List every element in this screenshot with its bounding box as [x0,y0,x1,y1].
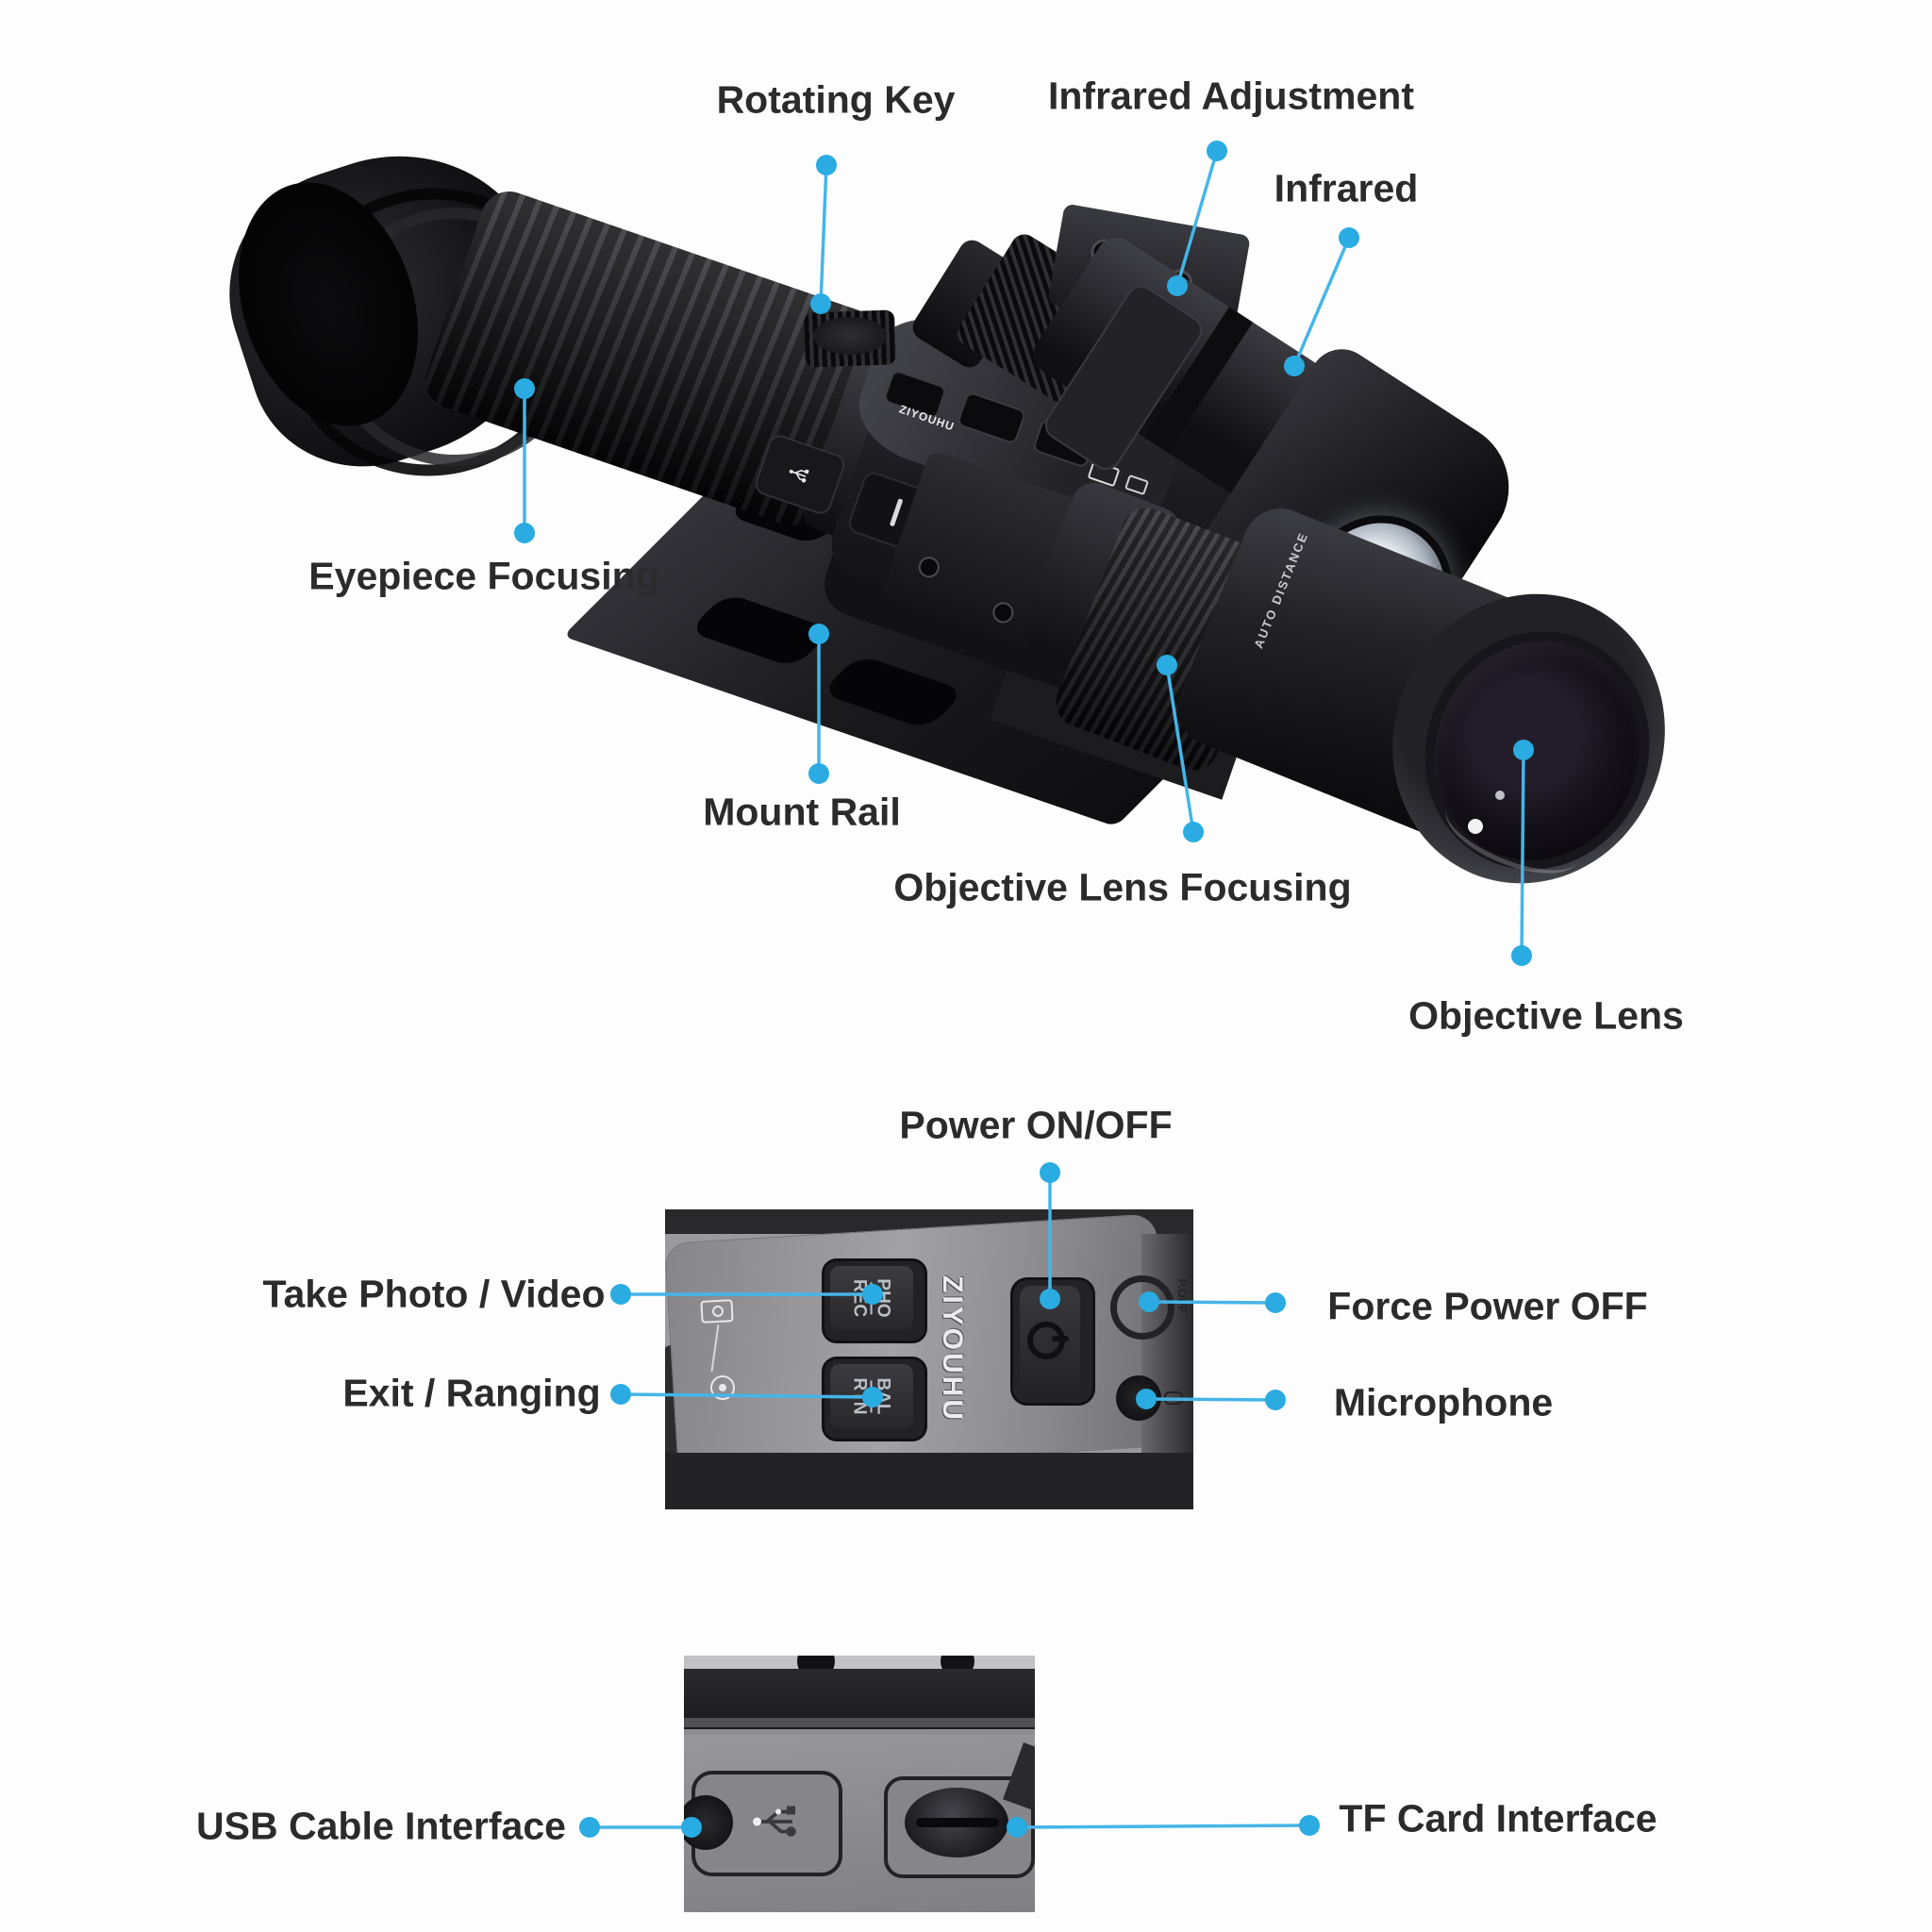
callout-dot-usb-cable-interface [579,1817,600,1838]
callout-dot-exit-ranging [862,1387,883,1407]
lens-glint [1468,819,1483,834]
rotating-key-cap [813,317,887,355]
rail-highlight [684,1729,1035,1735]
callout-label-usb-cable-interface: USB Cable Interface [196,1804,566,1848]
callout-line-tf-card-interface [1016,1824,1310,1829]
callout-label-microphone: Microphone [1333,1380,1554,1424]
callout-dot-microphone [1265,1390,1286,1410]
callout-dot-force-power-off [1265,1292,1286,1313]
callout-line-rotating-key [819,164,828,305]
callout-label-exit-ranging: Exit / Ranging [342,1371,601,1415]
callout-dot-power-on-off [1040,1289,1060,1309]
callout-dot-mount-rail [808,624,829,644]
callout-label-eyepiece-focusing: Eyepiece Focusing [308,554,659,598]
callout-dot-power-on-off [1040,1162,1060,1183]
rail-lip [684,1718,1035,1727]
callout-dot-take-photo-video [862,1284,883,1305]
callout-dot-objective-lens-focusing [1157,655,1177,675]
callout-line-infrared-adjustment [1175,150,1219,287]
callout-line-infrared [1292,237,1351,367]
callout-dot-rotating-key [816,155,837,175]
callout-label-take-photo-video: Take Photo / Video [262,1272,606,1316]
callout-label-mount-rail: Mount Rail [703,790,901,834]
callout-line-force-power-off [1148,1300,1276,1305]
callout-dot-objective-lens-focusing [1183,822,1204,842]
callout-dot-rotating-key [810,293,831,314]
callout-dot-infrared-adjustment [1167,275,1188,296]
target-icon [710,1375,735,1400]
callout-line-objective-lens-focusing [1165,664,1195,833]
callout-dot-mount-rail [808,763,829,784]
callout-dot-microphone [1136,1389,1157,1409]
target-icon-dot [719,1384,726,1391]
callout-dot-objective-lens [1511,945,1532,966]
callout-line-objective-lens [1520,749,1525,957]
callout-label-objective-lens-focusing: Objective Lens Focusing [893,865,1352,909]
callout-dot-eyepiece-focusing [514,523,535,543]
callout-dot-tf-card-interface [1299,1815,1320,1836]
callout-dot-force-power-off [1139,1291,1159,1312]
body-usb-flap [752,432,848,517]
callout-label-infrared-adjustment: Infrared Adjustment [1047,74,1415,118]
callout-label-power-on-off: Power ON/OFF [899,1103,1173,1147]
usb-icon [753,1806,796,1837]
callout-dot-take-photo-video [610,1284,631,1305]
callout-dot-objective-lens [1513,740,1534,760]
photo-edge [665,1453,1193,1509]
callout-dot-infrared-adjustment [1207,141,1227,161]
callout-label-objective-lens: Objective Lens [1408,993,1684,1038]
callout-dot-infrared [1284,356,1305,376]
callout-dot-tf-card-interface [1007,1817,1027,1838]
callout-dot-eyepiece-focusing [514,378,535,399]
callout-label-rotating-key: Rotating Key [716,77,956,122]
usb-icon [789,469,809,483]
callout-dot-usb-cable-interface [681,1817,702,1838]
callout-line-microphone [1145,1397,1276,1402]
callout-line-exit-ranging [620,1392,874,1399]
lens-glint [1495,791,1505,800]
callout-label-infrared: Infrared [1274,166,1419,210]
callout-label-tf-card-interface: TF Card Interface [1339,1796,1657,1840]
tf-card-slot-line [916,1818,999,1827]
callout-label-force-power-off: Force Power OFF [1327,1284,1648,1328]
callout-dot-exit-ranging [610,1384,631,1405]
force-power-off-button [1110,1275,1174,1340]
callout-dot-infrared [1339,227,1359,248]
